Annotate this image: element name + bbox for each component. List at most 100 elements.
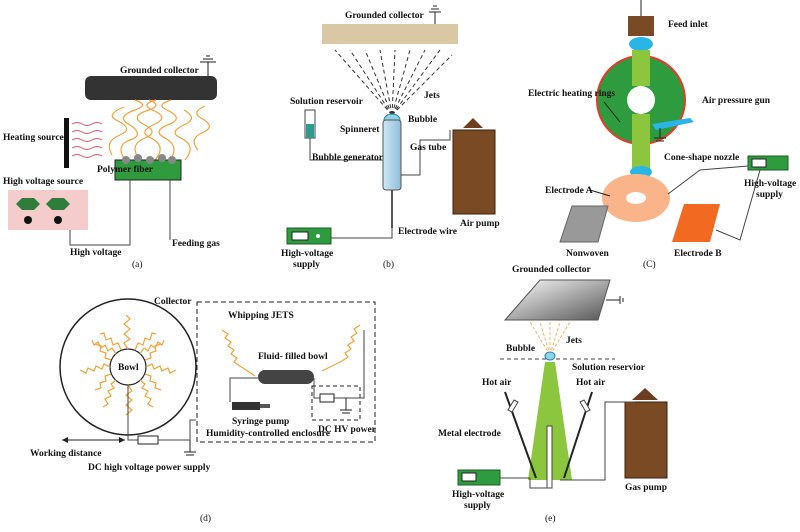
solution-fill bbox=[306, 124, 314, 138]
label-enclosure: Humidity-controlled enclosure bbox=[206, 429, 330, 439]
hv-terminal-right bbox=[54, 216, 62, 224]
feed-inlet bbox=[628, 16, 654, 36]
hv-source-knob-right bbox=[46, 198, 70, 210]
air-pressure-gun bbox=[652, 118, 694, 130]
heating-source-plate bbox=[64, 118, 69, 168]
label-electrode-b: Electrode B bbox=[674, 249, 722, 259]
panel-e: Grounded collector Jets Bubble Solution … bbox=[438, 265, 668, 524]
bubble-e bbox=[544, 351, 556, 361]
gas-pump-body bbox=[624, 401, 668, 479]
heating-ring-hole bbox=[627, 86, 655, 114]
air-pump-body bbox=[452, 129, 496, 215]
hv-source-box bbox=[8, 190, 88, 230]
heating-ring-leader bbox=[603, 101, 621, 123]
label-collector-d: Collector bbox=[154, 297, 192, 307]
ground-icon bbox=[654, 128, 666, 142]
syringe-body bbox=[232, 402, 260, 410]
caption-b: (b) bbox=[383, 259, 394, 270]
label-bowl: Bowl bbox=[118, 363, 139, 373]
ground-icon bbox=[200, 55, 216, 76]
hv-wire-e bbox=[500, 477, 549, 489]
dc-hv-wire bbox=[334, 330, 365, 399]
dc-hv-symbol bbox=[319, 393, 335, 403]
heat-waves bbox=[71, 122, 103, 158]
gas-pump-line bbox=[560, 401, 635, 481]
label-grounded-collector-e: Grounded collector bbox=[512, 265, 592, 275]
hv-source-knob-left bbox=[16, 198, 40, 210]
label-hv-supply-e1: High-voltage bbox=[452, 490, 504, 500]
label-solution-reservoir: Solution reservoir bbox=[290, 97, 364, 107]
label-gas-pump: Gas pump bbox=[625, 483, 667, 493]
label-nonwoven: Nonwoven bbox=[566, 249, 609, 259]
label-electrode-wire: Electrode wire bbox=[398, 227, 457, 237]
label-feeding-gas: Feeding gas bbox=[172, 239, 220, 249]
polymer-fibers-a bbox=[108, 99, 210, 161]
metal-electrode-rod bbox=[546, 425, 553, 489]
right-plate bbox=[563, 391, 593, 479]
label-high-voltage: High voltage bbox=[70, 248, 121, 258]
electrode-a-hole bbox=[626, 192, 646, 204]
label-jets-e: Jets bbox=[566, 336, 582, 346]
arrow-right-head bbox=[119, 437, 125, 443]
hv-wire-a bbox=[69, 180, 131, 246]
whipping-jet-right bbox=[321, 324, 361, 372]
hv-display bbox=[751, 158, 767, 168]
panel-c: Feed inlet Electric heating rings Air pr… bbox=[528, 0, 796, 270]
hv-display bbox=[291, 231, 309, 241]
arrow-left-head bbox=[62, 437, 68, 443]
whipping-jet-left bbox=[221, 329, 256, 377]
label-hot-air-right: Hot air bbox=[576, 378, 606, 388]
label-metal-electrode: Metal electrode bbox=[438, 429, 501, 439]
left-plate bbox=[504, 391, 537, 479]
panel-d: Collector Bowl Working distance bbox=[30, 297, 377, 524]
label-hv-source: High voltage source bbox=[3, 177, 83, 187]
caption-a: (a) bbox=[132, 259, 143, 270]
label-spinneret: Spinneret bbox=[340, 125, 380, 135]
spinneret-tube bbox=[382, 119, 402, 191]
panel-a: Grounded collector Heating source bbox=[3, 55, 220, 270]
nonwoven-sheet bbox=[559, 205, 609, 243]
label-heating-source: Heating source bbox=[3, 133, 64, 143]
label-heating-rings: Electric heating rings bbox=[528, 89, 615, 99]
label-air-pump: Air pump bbox=[460, 219, 500, 229]
label-hv-supply-b1: High-voltage bbox=[281, 249, 333, 259]
hot-air-arrow-left bbox=[507, 399, 519, 413]
label-hv-supply-e2: supply bbox=[464, 501, 491, 511]
gas-pump-top bbox=[632, 388, 658, 400]
inlet-coupler bbox=[629, 37, 653, 51]
syringe-plunger bbox=[260, 404, 270, 408]
label-hv-supply-c2: supply bbox=[756, 190, 783, 200]
grounded-collector-a bbox=[85, 76, 217, 100]
fluid-bowl bbox=[258, 370, 314, 384]
dc-hv-box bbox=[311, 385, 361, 421]
gas-tube-line bbox=[401, 130, 451, 176]
label-hot-air-left: Hot air bbox=[482, 378, 512, 388]
hv-wire-c-a bbox=[667, 165, 749, 195]
label-working-distance: Working distance bbox=[30, 449, 102, 459]
panel-b: Grounded collector Jets Solution reservo… bbox=[281, 5, 500, 270]
grounded-collector-e bbox=[503, 279, 611, 321]
ground-icon bbox=[429, 5, 441, 24]
hv-terminal-left bbox=[24, 216, 32, 224]
electrode-b-plate bbox=[672, 204, 720, 242]
feed-column-upper bbox=[632, 50, 650, 86]
label-jets-b: Jets bbox=[424, 91, 440, 101]
ground-icon bbox=[340, 398, 352, 414]
ground-icon bbox=[606, 296, 624, 304]
caption-d: (d) bbox=[200, 513, 211, 524]
label-grounded-collector-b: Grounded collector bbox=[345, 11, 425, 21]
syringe-line bbox=[229, 377, 258, 402]
label-reservoir-e: Solution reservior bbox=[572, 363, 646, 373]
electrode-a-leader bbox=[589, 189, 611, 197]
label-fluid-bowl: Fluid- filled bowl bbox=[258, 352, 328, 362]
label-feed-inlet: Feed inlet bbox=[668, 20, 709, 30]
label-syringe: Syringe pump bbox=[232, 417, 289, 427]
dc-source-symbol bbox=[137, 435, 159, 445]
label-hv-supply-b2: supply bbox=[293, 260, 320, 270]
label-nozzle: Cone-shape nozzle bbox=[664, 153, 739, 163]
label-gas-tube: Gas tube bbox=[410, 143, 446, 153]
label-hv-supply-c1: High-voltage bbox=[744, 179, 796, 189]
bubbles-a bbox=[122, 154, 176, 164]
ground-icon bbox=[184, 440, 196, 456]
